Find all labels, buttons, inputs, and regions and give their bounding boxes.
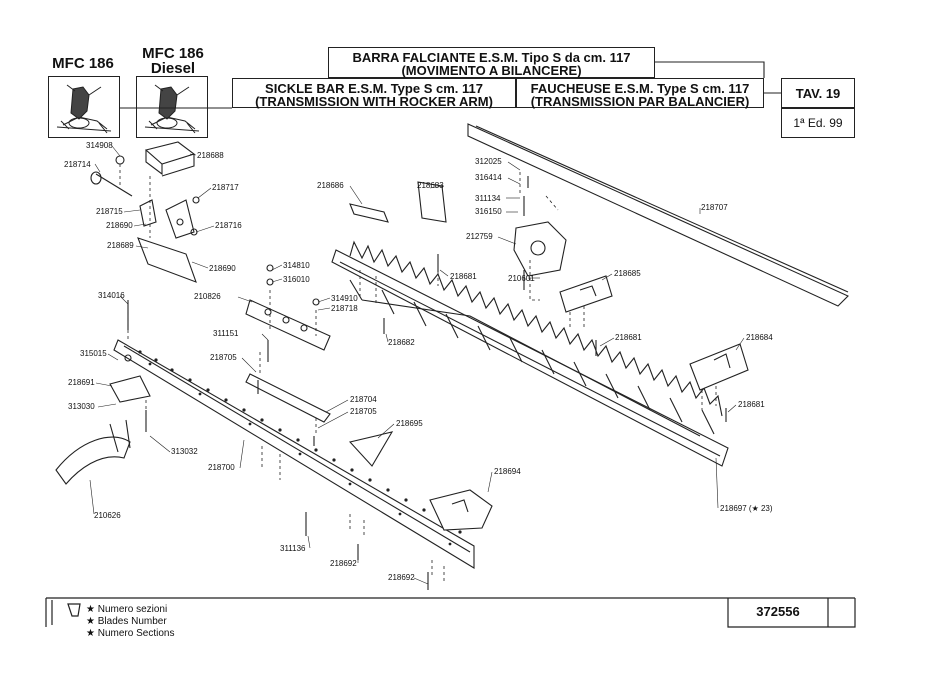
- legend-line-french: ★ Numero Sections: [86, 628, 175, 639]
- part-label-218686: 218686: [317, 181, 344, 190]
- part-label-314910: 314910: [331, 294, 358, 303]
- part-label-218681-c: 218681: [738, 400, 765, 409]
- model-label-right-line1: MFC 186: [142, 45, 204, 62]
- part-label-314810: 314810: [283, 261, 310, 270]
- model-label-left: MFC 186: [52, 55, 114, 72]
- title-english-line1: SICKLE BAR E.S.M. Type S cm. 117: [265, 81, 483, 96]
- legend-line-italian: ★ Numero sezioni: [86, 604, 168, 615]
- tractor-illustration-right: [144, 84, 200, 134]
- title-english: SICKLE BAR E.S.M. Type S cm. 117 (TRANSM…: [232, 78, 516, 108]
- part-label-218681-b: 218681: [615, 333, 642, 342]
- title-italian: BARRA FALCIANTE E.S.M. Tipo S da cm. 117…: [328, 47, 655, 78]
- part-label-218694: 218694: [494, 467, 521, 476]
- part-label-218681-a: 218681: [450, 272, 477, 281]
- leader-lines: [89, 145, 745, 585]
- part-label-316010: 316010: [283, 275, 310, 284]
- part-label-312025: 312025: [475, 157, 502, 166]
- legend-line-english: ★ Blades Number: [86, 616, 167, 627]
- title-french-line1: FAUCHEUSE E.S.M. Type S cm. 117: [530, 81, 750, 96]
- part-label-218690-lower: 218690: [209, 264, 236, 273]
- part-label-218704: 218704: [350, 395, 377, 404]
- part-label-314016: 314016: [98, 291, 125, 300]
- part-label-218683: 218683: [417, 181, 444, 190]
- part-label-218716: 218716: [215, 221, 242, 230]
- part-label-316150: 316150: [475, 207, 502, 216]
- part-label-218718: 218718: [331, 304, 358, 313]
- part-label-313030: 313030: [68, 402, 95, 411]
- part-label-218714: 218714: [64, 160, 91, 169]
- part-label-218705-lower: 218705: [350, 407, 377, 416]
- part-label-210601: 210601: [508, 274, 535, 283]
- model-label-right: MFC 186 Diesel: [135, 46, 211, 76]
- part-label-210826: 210826: [194, 292, 221, 301]
- part-label-218691: 218691: [68, 378, 95, 387]
- part-label-315015: 315015: [80, 349, 107, 358]
- part-label-218715: 218715: [96, 207, 123, 216]
- part-label-212759: 212759: [466, 232, 493, 241]
- part-label-218685: 218685: [614, 269, 641, 278]
- model-label-right-line2: Diesel: [150, 60, 196, 77]
- legend: ★ Numero sezioni ★ Blades Number ★ Numer…: [86, 604, 174, 640]
- part-label-218697: 218697 (★ 23): [720, 504, 773, 513]
- title-french-line2: (TRANSMISSION PAR BALANCIER): [530, 94, 750, 109]
- drawing-code: 372556: [756, 604, 800, 619]
- part-label-218689: 218689: [107, 241, 134, 250]
- part-label-218692-upper: 218692: [330, 559, 357, 568]
- part-label-311136: 311136: [280, 544, 306, 553]
- part-label-218700: 218700: [208, 463, 235, 472]
- part-label-218684: 218684: [746, 333, 773, 342]
- part-label-313032: 313032: [171, 447, 198, 456]
- part-label-218707: 218707: [701, 203, 728, 212]
- title-italian-line2: (MOVIMENTO A BILANCERE): [401, 63, 582, 78]
- part-label-218705-upper: 218705: [210, 353, 237, 362]
- table-number: TAV. 19: [781, 78, 855, 108]
- finger-guards: [349, 279, 715, 437]
- part-label-210626: 210626: [94, 511, 121, 520]
- edition-label: 1ª Ed. 99: [781, 108, 855, 138]
- title-english-line2: (TRANSMISSION WITH ROCKER ARM): [255, 94, 493, 109]
- tractor-thumbnail-left: [48, 76, 120, 138]
- part-label-314908: 314908: [86, 141, 113, 150]
- title-french: FAUCHEUSE E.S.M. Type S cm. 117 (TRANSMI…: [516, 78, 764, 108]
- knife-sections: [349, 240, 723, 417]
- part-label-218688: 218688: [197, 151, 224, 160]
- part-label-218692-lower: 218692: [388, 573, 415, 582]
- part-label-218695: 218695: [396, 419, 423, 428]
- title-italian-line1: BARRA FALCIANTE E.S.M. Tipo S da cm. 117: [352, 50, 631, 65]
- bar-holes: [138, 350, 462, 546]
- tractor-thumbnail-right: [136, 76, 208, 138]
- part-label-218690-upper: 218690: [106, 221, 133, 230]
- tractor-illustration-left: [56, 84, 112, 134]
- part-label-316414: 316414: [475, 173, 502, 182]
- part-label-311134: 311134: [475, 194, 501, 203]
- part-label-218682: 218682: [388, 338, 415, 347]
- part-label-218717: 218717: [212, 183, 239, 192]
- part-label-311151: 311151: [213, 329, 239, 338]
